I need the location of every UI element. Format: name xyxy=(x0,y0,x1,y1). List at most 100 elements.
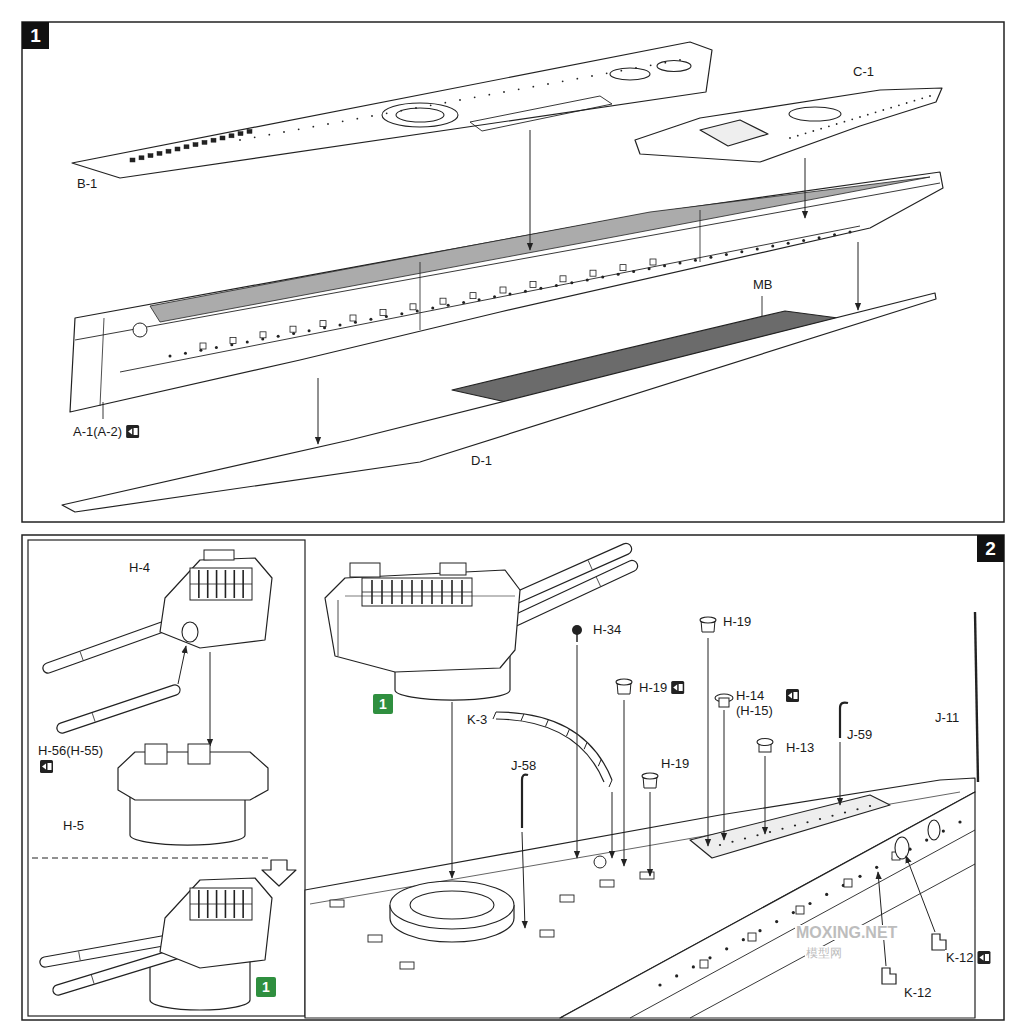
porthole xyxy=(327,123,329,125)
grid-tick xyxy=(225,570,227,598)
porthole xyxy=(792,911,795,914)
turret-house xyxy=(325,570,520,672)
porthole xyxy=(447,304,450,307)
porthole xyxy=(789,137,791,139)
porthole xyxy=(925,839,928,842)
porthole xyxy=(555,284,558,287)
grid-tick xyxy=(441,580,443,604)
gun-port xyxy=(440,298,446,304)
porthole xyxy=(371,115,373,117)
porthole xyxy=(663,264,666,267)
barrel-step xyxy=(596,577,600,586)
grid-tick xyxy=(198,890,200,918)
gun-port xyxy=(290,326,296,332)
porthole xyxy=(797,135,799,137)
rail-stanchion xyxy=(521,714,524,721)
gun-port xyxy=(260,332,266,338)
porthole xyxy=(794,824,796,826)
porthole xyxy=(268,134,270,136)
rail-stanchion xyxy=(567,729,570,736)
part-label: K-12 xyxy=(945,950,974,965)
rangefinder xyxy=(204,550,234,560)
barbette-cylinder xyxy=(130,795,245,845)
assembly-arrow xyxy=(724,710,725,840)
porthole xyxy=(488,94,490,96)
deck-fitting xyxy=(400,962,414,969)
vent-part xyxy=(757,739,773,746)
grid-tick xyxy=(431,580,433,604)
rod-part xyxy=(522,775,528,780)
rangefinder xyxy=(350,563,380,577)
grid-tick xyxy=(421,580,423,604)
barrel-step xyxy=(91,975,94,984)
part-label: H-19 xyxy=(660,756,690,771)
bracket-part xyxy=(882,968,896,984)
grid-tick xyxy=(225,890,227,918)
porthole xyxy=(740,250,743,253)
porthole xyxy=(562,80,564,82)
porthole xyxy=(620,70,622,72)
gun-port xyxy=(796,906,804,914)
deck-detail xyxy=(238,132,243,136)
porthole xyxy=(808,902,811,905)
cup-rim xyxy=(642,773,658,779)
barrel-step xyxy=(92,713,95,722)
step-number: 2 xyxy=(977,535,1004,562)
barbette-hole xyxy=(396,108,444,122)
porthole xyxy=(431,307,434,310)
option-icon-mark xyxy=(794,692,798,699)
porthole xyxy=(444,102,446,104)
roof-hatch xyxy=(440,563,466,575)
porthole xyxy=(831,815,833,817)
porthole xyxy=(518,88,520,90)
hull-side xyxy=(560,792,975,1018)
option-icon-box xyxy=(671,681,684,694)
gun-port xyxy=(500,287,506,293)
porthole xyxy=(239,139,241,141)
gun-barrel-outline xyxy=(62,690,175,728)
deck-part xyxy=(72,42,712,178)
grid-tick xyxy=(216,570,218,598)
gun-port xyxy=(380,309,386,315)
assembly-arrow xyxy=(612,792,613,858)
porthole xyxy=(246,340,249,343)
porthole xyxy=(400,312,403,315)
porthole xyxy=(858,875,861,878)
porthole xyxy=(386,112,388,114)
part-label: J-59 xyxy=(846,727,873,742)
gun-barrel xyxy=(62,690,175,728)
turret-house xyxy=(160,558,272,648)
hull-deck xyxy=(305,778,975,1018)
porthole xyxy=(369,318,372,321)
step-panel xyxy=(22,535,1004,1020)
porthole xyxy=(356,118,358,120)
deck-detail xyxy=(148,154,153,158)
gun-barrel-outline xyxy=(58,952,182,990)
turret-roof-grid xyxy=(362,578,472,606)
forecastle-platform xyxy=(690,795,890,858)
porthole xyxy=(298,128,300,130)
grid-tick xyxy=(451,580,453,604)
deck-detail xyxy=(229,134,234,138)
part-label: A-1(A-2) xyxy=(72,424,123,439)
mast-part xyxy=(975,612,978,782)
assembly-arrow xyxy=(878,872,886,966)
porthole xyxy=(890,107,892,109)
porthole xyxy=(825,893,828,896)
part-label: K-3 xyxy=(466,712,488,727)
porthole xyxy=(756,834,758,836)
grid-tick xyxy=(242,570,244,598)
deck-house xyxy=(700,120,768,146)
porthole xyxy=(875,866,878,869)
porthole xyxy=(650,64,652,66)
porthole xyxy=(869,805,871,807)
hawse-hole xyxy=(895,837,909,859)
porthole xyxy=(805,132,807,134)
grid-tick xyxy=(207,890,209,918)
porthole xyxy=(415,107,417,109)
assembly-arrow xyxy=(906,856,935,932)
porthole xyxy=(339,324,342,327)
assembly-arrow xyxy=(650,792,651,876)
barbette-ring xyxy=(390,881,514,929)
porthole xyxy=(601,276,604,279)
